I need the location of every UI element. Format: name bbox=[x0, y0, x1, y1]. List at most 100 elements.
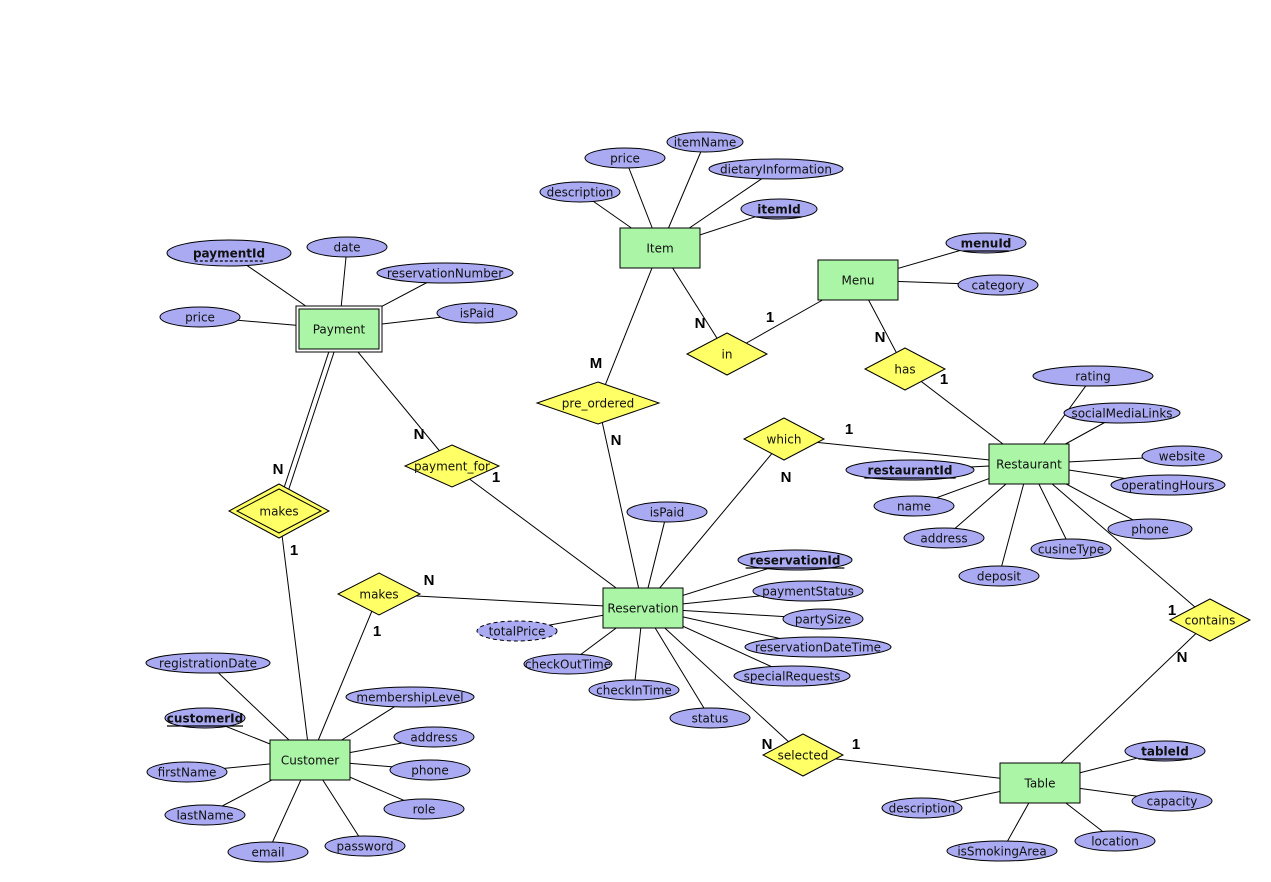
attribute-membershiplevel[interactable]: membershipLevel bbox=[345, 686, 475, 708]
attribute-role[interactable]: role bbox=[383, 798, 465, 820]
entity-box bbox=[298, 308, 380, 350]
relationship-makes-reservation[interactable]: makes bbox=[336, 572, 422, 616]
attribute-reservationnumber[interactable]: reservationNumber bbox=[376, 262, 514, 284]
attribute-itemname[interactable]: itemName bbox=[666, 131, 744, 153]
attribute-itemid[interactable]: itemId bbox=[740, 198, 818, 220]
attribute-ellipse bbox=[476, 620, 558, 642]
relationship-contains[interactable]: contains bbox=[1168, 598, 1252, 642]
attribute-menuid[interactable]: menuId bbox=[945, 232, 1027, 254]
attribute-website[interactable]: website bbox=[1141, 445, 1223, 467]
attribute-password[interactable]: password bbox=[324, 835, 406, 857]
attribute-dietaryinformation[interactable]: dietaryInformation bbox=[708, 158, 844, 180]
attribute-reservationid[interactable]: reservationId bbox=[737, 549, 853, 571]
attribute-paymentid[interactable]: paymentId bbox=[166, 239, 292, 267]
attribute-totalprice[interactable]: totalPrice bbox=[476, 620, 558, 642]
attribute-name[interactable]: name bbox=[873, 495, 955, 517]
attribute-ellipse bbox=[345, 686, 475, 708]
relationship-line bbox=[1039, 619, 1211, 784]
relationship-line bbox=[642, 438, 785, 609]
attribute-ellipse bbox=[873, 495, 955, 517]
attribute-lastname[interactable]: lastName bbox=[164, 804, 246, 826]
attribute-ellipse bbox=[389, 759, 471, 781]
attribute-restaurantid[interactable]: restaurantId bbox=[845, 459, 975, 481]
attribute-phone[interactable]: phone bbox=[389, 759, 471, 781]
total-participation-line bbox=[280, 329, 342, 512]
relationship-line bbox=[451, 465, 644, 609]
attribute-socialmedialinks[interactable]: socialMediaLinks bbox=[1063, 402, 1181, 424]
cardinality-label: N bbox=[1177, 649, 1188, 666]
attribute-reservationdatetime[interactable]: reservationDateTime bbox=[744, 636, 892, 658]
attribute-label: dietaryInformation bbox=[720, 163, 832, 177]
attribute-price[interactable]: price bbox=[584, 147, 666, 169]
attribute-ellipse bbox=[1032, 365, 1154, 387]
entity-customer[interactable]: Customer bbox=[269, 739, 351, 781]
attribute-tableid[interactable]: tableId bbox=[1124, 740, 1206, 762]
entity-label: Customer bbox=[281, 754, 339, 768]
attribute-label: description bbox=[547, 186, 614, 200]
entity-table[interactable]: Table bbox=[999, 762, 1081, 804]
relationship-line bbox=[783, 438, 1030, 465]
attribute-firstname[interactable]: firstName bbox=[146, 761, 228, 783]
attribute-rating[interactable]: rating bbox=[1032, 365, 1154, 387]
attribute-issmokingarea[interactable]: isSmokingArea bbox=[946, 840, 1058, 862]
attribute-ispaid[interactable]: isPaid bbox=[436, 302, 518, 324]
attribute-phone[interactable]: phone bbox=[1107, 518, 1193, 540]
entity-menu[interactable]: Menu bbox=[817, 259, 899, 301]
relationship-line bbox=[378, 593, 644, 609]
attribute-checkintime[interactable]: checkInTime bbox=[588, 679, 680, 701]
attribute-email[interactable]: email bbox=[227, 841, 309, 863]
attribute-label: website bbox=[1159, 450, 1206, 464]
cardinality-label: 1 bbox=[852, 736, 860, 753]
attribute-label: restaurantId bbox=[868, 464, 953, 478]
attribute-label: checkInTime bbox=[596, 684, 672, 698]
entity-reservation[interactable]: Reservation bbox=[602, 587, 684, 629]
attribute-ellipse bbox=[324, 835, 406, 857]
attribute-capacity[interactable]: capacity bbox=[1131, 790, 1213, 812]
relationship-label: selected bbox=[778, 749, 829, 763]
attribute-ellipse bbox=[1063, 402, 1181, 424]
attribute-deposit[interactable]: deposit bbox=[958, 565, 1040, 587]
entity-restaurant[interactable]: Restaurant bbox=[988, 443, 1070, 485]
attribute-specialrequests[interactable]: specialRequests bbox=[733, 665, 851, 687]
attribute-label: location bbox=[1091, 835, 1139, 849]
attribute-status[interactable]: status bbox=[669, 707, 751, 729]
cardinality-label: N bbox=[875, 329, 886, 346]
relationship-selected[interactable]: selected bbox=[761, 733, 845, 777]
attribute-ispaid[interactable]: isPaid bbox=[626, 501, 708, 523]
entity-payment[interactable]: Payment bbox=[295, 305, 383, 353]
relationship-in[interactable]: in bbox=[685, 332, 769, 376]
attribute-label: operatingHours bbox=[1121, 479, 1214, 493]
attribute-registrationdate[interactable]: registrationDate bbox=[145, 652, 271, 674]
attribute-label: reservationDateTime bbox=[755, 641, 881, 655]
attribute-category[interactable]: category bbox=[957, 274, 1039, 296]
cardinality-label: 1 bbox=[766, 309, 774, 326]
attribute-ellipse bbox=[588, 679, 680, 701]
attribute-address[interactable]: address bbox=[903, 527, 985, 549]
attribute-address[interactable]: address bbox=[393, 726, 475, 748]
attribute-cusinetype[interactable]: cusineType bbox=[1030, 538, 1112, 560]
attribute-operatinghours[interactable]: operatingHours bbox=[1110, 474, 1226, 496]
attribute-label: reservationNumber bbox=[387, 267, 503, 281]
attribute-description[interactable]: description bbox=[881, 797, 963, 819]
relationship-payment-for[interactable]: payment_for bbox=[403, 444, 501, 488]
attribute-price[interactable]: price bbox=[159, 306, 241, 328]
relationship-line bbox=[597, 402, 644, 609]
attribute-label: price bbox=[610, 152, 640, 166]
attribute-description[interactable]: description bbox=[539, 181, 621, 203]
relationship-which[interactable]: which bbox=[742, 417, 826, 461]
attribute-location[interactable]: location bbox=[1074, 830, 1156, 852]
attribute-paymentstatus[interactable]: paymentStatus bbox=[752, 580, 864, 602]
attribute-label: cusineType bbox=[1038, 543, 1104, 557]
entity-item[interactable]: Item bbox=[619, 227, 701, 269]
relationship-pre-ordered[interactable]: pre_ordered bbox=[535, 381, 661, 425]
relationship-label: makes bbox=[259, 505, 298, 519]
attribute-date[interactable]: date bbox=[306, 236, 388, 258]
attribute-partysize[interactable]: partySize bbox=[782, 608, 864, 630]
attribute-checkouttime[interactable]: checkOutTime bbox=[523, 653, 613, 675]
relationship-has[interactable]: has bbox=[863, 347, 947, 391]
relationship-makes-payment[interactable]: makes bbox=[227, 483, 331, 539]
attribute-label: totalPrice bbox=[489, 625, 546, 639]
attribute-customerid[interactable]: customerId bbox=[164, 707, 246, 729]
